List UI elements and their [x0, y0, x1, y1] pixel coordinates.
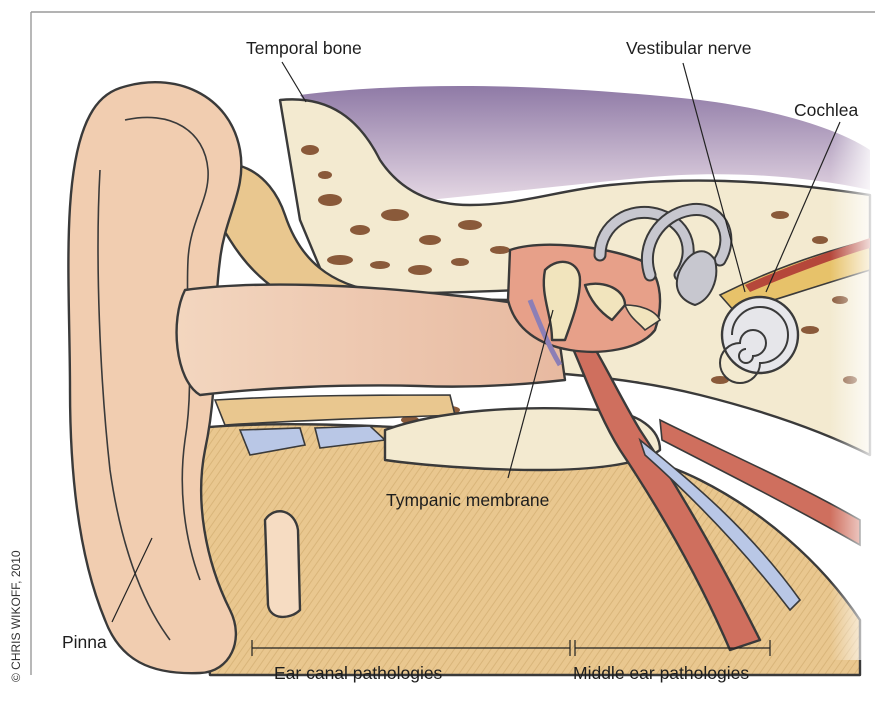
- middle-ear-cavity: [508, 245, 660, 352]
- label-tympanic-membrane: Tympanic membrane: [386, 490, 549, 510]
- right-fade: [830, 100, 880, 660]
- label-temporal-bone: Temporal bone: [246, 38, 362, 58]
- copyright-credit: © CHRIS WIKOFF, 2010: [9, 550, 23, 682]
- label-pinna: Pinna: [62, 632, 107, 652]
- label-vestibular-nerve: Vestibular nerve: [626, 38, 752, 58]
- ear-canal: [177, 285, 565, 395]
- label-cochlea: Cochlea: [794, 100, 858, 120]
- earlobe-notch: [265, 511, 300, 617]
- label-ear-canal-pathologies: Ear canal pathologies: [274, 663, 443, 683]
- leader-temporal-bone: [282, 62, 306, 102]
- label-middle-ear-pathologies: Middle ear pathologies: [573, 663, 749, 683]
